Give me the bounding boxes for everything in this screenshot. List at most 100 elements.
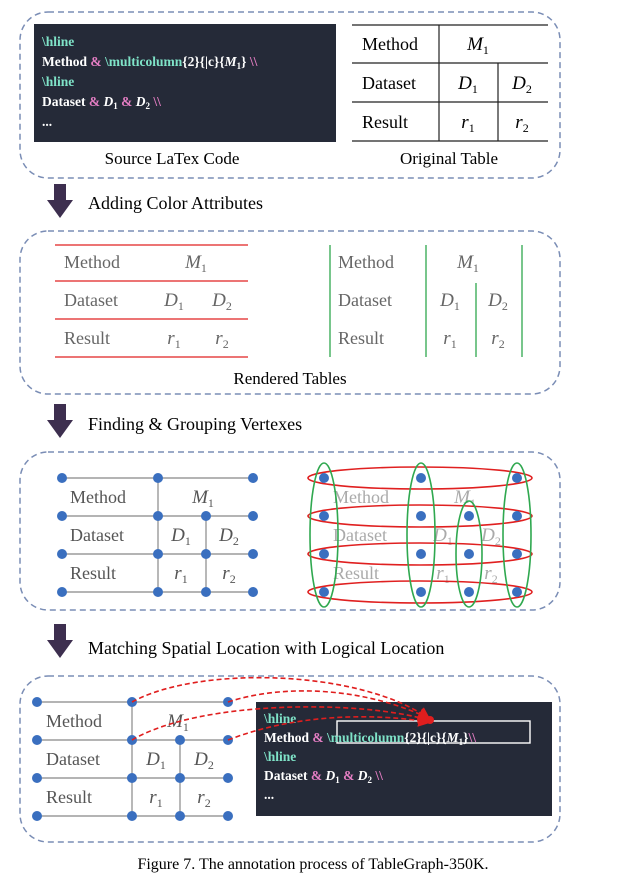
cell-result: Result	[70, 563, 116, 583]
code-token: \hline	[263, 711, 296, 726]
cell-r2: r2	[515, 112, 528, 135]
cell-result: Result	[64, 328, 110, 348]
code-block-source	[34, 24, 336, 142]
code-token: M	[446, 730, 460, 745]
code-token: \multicolumn	[104, 54, 183, 69]
vertex-dot	[32, 811, 42, 821]
cell-m1: M1	[191, 487, 214, 510]
code-token: Dataset	[42, 94, 89, 109]
code-token: \\	[372, 768, 383, 783]
cell-method: Method	[333, 487, 389, 507]
vertex-dot	[512, 473, 522, 483]
step-label-2: Finding & Grouping Vertexes	[88, 414, 302, 434]
row-group-ellipse	[307, 504, 533, 528]
code-token: D	[357, 768, 368, 783]
matching-links	[131, 676, 432, 741]
vertex-dot	[153, 511, 163, 521]
code-token: \hline	[41, 34, 74, 49]
vertex-dot	[32, 697, 42, 707]
vertex-dot	[248, 549, 258, 559]
cell-d1: D1	[145, 749, 166, 772]
cell-m1: M1	[184, 252, 207, 275]
source-code-caption: Source LaTex Code	[105, 149, 240, 168]
cell-r2: r2	[484, 563, 497, 586]
original-table: Method Dataset Result M1 D1 D2 r1 r2	[352, 24, 548, 142]
col-group-ellipse	[455, 500, 483, 608]
step-arrow-1	[47, 184, 73, 218]
cell-method: Method	[362, 34, 418, 54]
rendered-table-green: Method Dataset Result M1 D1 D2 r1 r2	[329, 245, 523, 357]
cell-method: Method	[64, 252, 120, 272]
vertex-dot	[223, 773, 233, 783]
figure-caption: Figure 7. The annotation process of Tabl…	[137, 856, 488, 873]
link-arrow	[131, 676, 431, 720]
cell-dataset: Dataset	[64, 290, 118, 310]
panel-matching	[19, 675, 561, 843]
vertex-dot	[319, 473, 329, 483]
vertex-dot	[464, 587, 474, 597]
cell-d1: D1	[170, 525, 191, 548]
col-group-ellipse	[309, 462, 339, 608]
code-token: \hline	[41, 74, 74, 89]
vertex-dot	[464, 511, 474, 521]
vertex-dot	[201, 587, 211, 597]
code-token: 2	[368, 775, 373, 785]
cell-m1: M1	[166, 711, 189, 734]
code-token: \\	[249, 54, 258, 69]
cell-d2: D2	[487, 290, 508, 313]
vertex-dot	[127, 773, 137, 783]
vertex-dot	[57, 511, 67, 521]
cell-d2: D2	[193, 749, 214, 772]
code-token: &	[90, 54, 105, 69]
cell-result: Result	[46, 787, 92, 807]
cell-r1: r1	[167, 328, 180, 351]
cell-d1: D1	[163, 290, 184, 313]
cell-r2: r2	[222, 563, 235, 586]
cell-result: Result	[338, 328, 384, 348]
code-token: {2}{|c}{	[182, 54, 224, 69]
vertex-grid: Method Dataset Result M1 D1 D2 r1 r2	[57, 473, 258, 597]
code-token: &	[312, 730, 327, 745]
cell-dataset: Dataset	[338, 290, 392, 310]
code-token: D	[325, 768, 336, 783]
code-token: &	[340, 768, 358, 783]
code-token: D	[135, 94, 146, 109]
vertex-dot	[32, 735, 42, 745]
code-token: \\	[467, 730, 476, 745]
row-group-ellipse	[307, 466, 533, 490]
vertex-dot	[175, 773, 185, 783]
cell-d1: D1	[432, 525, 453, 548]
col-group-ellipse	[406, 462, 436, 608]
cell-d2: D2	[480, 525, 501, 548]
cell-result: Result	[362, 112, 408, 132]
link-arrow	[227, 690, 431, 720]
vertex-dot	[248, 587, 258, 597]
code-token: 1	[459, 737, 464, 747]
vertex-dot	[153, 549, 163, 559]
code-token: \\	[150, 94, 161, 109]
vertex-dot	[32, 773, 42, 783]
vertex-dot	[57, 473, 67, 483]
cell-dataset: Dataset	[333, 525, 387, 545]
link-target-dot	[426, 716, 434, 724]
panel-source	[19, 11, 561, 179]
cell-d2: D2	[211, 290, 232, 313]
cell-dataset: Dataset	[362, 73, 416, 93]
vertex-grouping: Method Dataset Result M1 D1 D2 r1 r2	[307, 462, 533, 608]
matching-grid: Method Dataset Result M1 D1 D2 r1 r2	[32, 697, 233, 821]
cell-r2: r2	[491, 328, 504, 351]
vertex-dot	[175, 811, 185, 821]
step-arrow-2	[47, 404, 73, 438]
code-token: \hline	[263, 749, 296, 764]
vertex-dot	[201, 549, 211, 559]
code-token: M	[224, 54, 238, 69]
code-token: \multicolumn	[326, 730, 405, 745]
vertex-dot	[512, 549, 522, 559]
cell-d1: D1	[457, 73, 478, 96]
code-token: 1	[237, 61, 242, 71]
step-arrow-3	[47, 624, 73, 658]
vertex-dot	[175, 735, 185, 745]
link-arrow	[131, 706, 432, 741]
cell-method: Method	[46, 711, 102, 731]
